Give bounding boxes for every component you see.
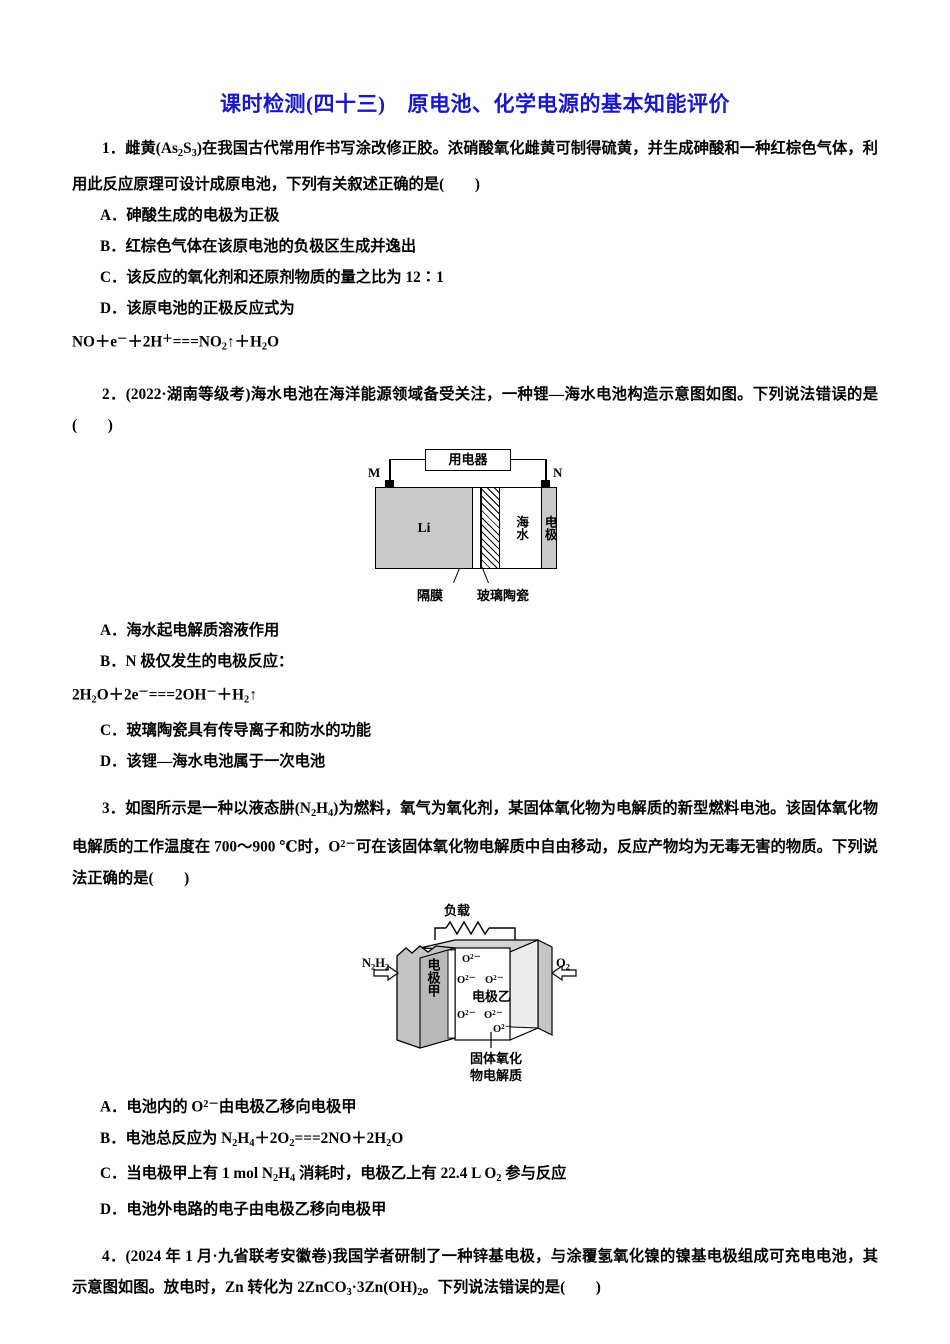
fuel-cell-drawing xyxy=(373,920,577,1049)
terminal-n-contact xyxy=(541,479,550,488)
seawater-region: 海水 xyxy=(500,487,541,568)
separator-membrane xyxy=(472,487,481,568)
question-4-stem: 4．(2024 年 1 月·九省联考安徽卷)我国学者研制了一种锌基电极，与涂覆氢… xyxy=(72,1248,878,1299)
title-main: 课时检测(四十三) xyxy=(220,92,386,116)
figure-solid-oxide-fuel-cell: 负载 xyxy=(360,900,590,1085)
wire-left-vertical xyxy=(389,458,391,482)
oxide-ion-5: O2－ xyxy=(484,1008,503,1022)
leader-line-glass-ceramic xyxy=(482,567,490,583)
terminal-m-label: M xyxy=(368,464,381,480)
question-1-option-c: C．该反应的氧化剂和还原剂物质的量之比为 12∶1 xyxy=(100,269,444,287)
electrode-b-label: 电极乙 xyxy=(472,988,512,1004)
question-3-option-d: D．电池外电路的电子由电极乙移向电极甲 xyxy=(100,1201,387,1219)
oxide-ion-4: O2－ xyxy=(457,1008,476,1022)
oxide-ion-3: O2－ xyxy=(485,973,504,987)
oxide-ion-6: O2－ xyxy=(493,1022,512,1036)
question-2-option-c: C．玻璃陶瓷具有传导离子和防水的功能 xyxy=(100,722,372,740)
question-1: 1．雌黄(As2S3)在我国古代常用作书写涂改修正胶。浓硝酸氧化雌黄可制得硫黄，… xyxy=(60,133,890,362)
question-2: 2．(2022·湖南等级考)海水电池在海洋能源领域备受关注，一种锂—海水电池构造… xyxy=(60,379,890,778)
question-1-option-b: B．红棕色气体在该原电池的负极区生成并逸出 xyxy=(100,238,417,256)
caption-separator: 隔膜 xyxy=(417,587,444,603)
cell-body: Li 海水 电极 xyxy=(375,486,557,569)
electrolyte-caption-line2: 物电解质 xyxy=(469,1067,522,1083)
question-4: 4．(2024 年 1 月·九省联考安徽卷)我国学者研制了一种锌基电极，与涂覆氢… xyxy=(60,1241,890,1308)
electrode-label: 电极 xyxy=(542,515,557,541)
oxidant-inlet-label: O2 xyxy=(556,955,570,972)
load-label: 负载 xyxy=(444,902,471,918)
seawater-label: 海水 xyxy=(514,515,529,541)
electrode-a-label: 电极甲 xyxy=(425,957,441,997)
question-3: 3．如图所示是一种以液态肼(N2H4)为燃料，氧气为氧化剂，某固体氧化物为电解质… xyxy=(60,793,890,1225)
question-3-option-a: A．电池内的 O2－由电极乙移向电极甲 xyxy=(100,1098,357,1116)
question-2-option-d: D．该锂—海水电池属于一次电池 xyxy=(100,753,326,771)
figure-1-wrapper: 用电器 M N Li 海水 xyxy=(60,441,890,615)
lithium-anode-block: Li xyxy=(376,487,472,568)
title-sub: 原电池、化学电源的基本知能评价 xyxy=(407,92,730,116)
terminal-n-label: N xyxy=(553,464,563,480)
electrolyte-caption-line1: 固体氧化 xyxy=(469,1050,522,1066)
question-2-equation: 2H2O＋2e－===2OH－＋H2↑ xyxy=(72,686,257,706)
caption-glass-ceramic: 玻璃陶瓷 xyxy=(477,587,530,603)
figure-lithium-seawater-cell: 用电器 M N Li 海水 xyxy=(365,448,585,609)
question-3-option-c: C．当电极甲上有 1 mol N2H4 消耗时，电极乙上有 22.4 L O2 … xyxy=(100,1165,567,1185)
lithium-label: Li xyxy=(417,519,431,535)
page-title: 课时检测(四十三) 原电池、化学电源的基本知能评价 xyxy=(60,0,890,117)
question-2-option-a: A．海水起电解质溶液作用 xyxy=(100,621,280,639)
glass-ceramic-layer xyxy=(481,487,500,568)
oxide-ion-1: O2－ xyxy=(462,952,481,966)
cathode-electrode-block: 电极 xyxy=(541,487,557,568)
terminal-m-contact xyxy=(385,479,394,488)
electrolyte-caption: 固体氧化 物电解质 xyxy=(456,1050,536,1084)
question-1-option-a: A．砷酸生成的电极为正极 xyxy=(100,207,280,225)
load-box-label: 用电器 xyxy=(425,448,511,471)
question-1-stem: 1．雌黄(As2S3)在我国古代常用作书写涂改修正胶。浓硝酸氧化雌黄可制得硫黄，… xyxy=(72,140,878,194)
question-1-equation: NO＋e－＋2H＋===NO2↑＋H2O xyxy=(72,333,279,353)
figure-2-wrapper: 负载 xyxy=(60,894,890,1089)
wire-right-vertical xyxy=(545,458,547,482)
question-2-option-b: B．N 极仅发生的电极反应： xyxy=(100,652,294,670)
question-3-stem: 3．如图所示是一种以液态肼(N2H4)为燃料，氧气为氧化剂，某固体氧化物为电解质… xyxy=(72,800,878,887)
leader-line-separator xyxy=(453,567,461,583)
fuel-inlet-label: N2H2 xyxy=(362,955,390,972)
wire-right-horizontal xyxy=(510,458,547,461)
wire-left-horizontal xyxy=(389,458,426,461)
question-1-option-d: D．该原电池的正极反应式为 xyxy=(100,300,295,318)
question-3-option-b: B．电池总反应为 N2H4＋2O2===2NO＋2H2O xyxy=(100,1129,404,1149)
question-2-stem: 2．(2022·湖南等级考)海水电池在海洋能源领域备受关注，一种锂—海水电池构造… xyxy=(72,385,878,434)
oxide-ion-2: O2－ xyxy=(457,973,476,987)
